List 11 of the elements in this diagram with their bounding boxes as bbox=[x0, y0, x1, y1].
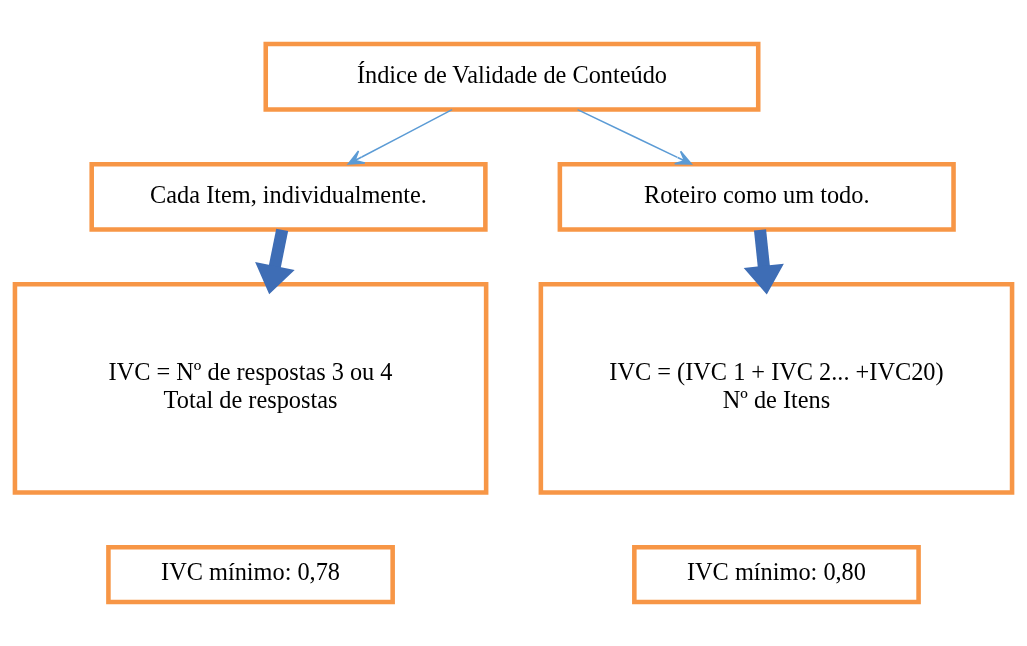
node-box: IVC = (IVC 1 + IVC 2... +IVC20) Nº de Itens bbox=[538, 281, 1015, 495]
node-box: Índice de Validade de Conteúdo bbox=[263, 41, 761, 112]
node-box: Roteiro como um todo. bbox=[557, 161, 956, 232]
node-box: Cada Item, individualmente. bbox=[89, 161, 488, 232]
node-box: IVC = Nº de respostas 3 ou 4 Total de respostas bbox=[12, 281, 489, 495]
node-box: IVC mínimo: 0,78 bbox=[106, 544, 395, 605]
arrow bbox=[743, 229, 784, 295]
node-box: IVC mínimo: 0,80 bbox=[632, 544, 921, 605]
arrow bbox=[347, 108, 453, 165]
arrow bbox=[576, 108, 693, 165]
arrow bbox=[255, 228, 295, 295]
